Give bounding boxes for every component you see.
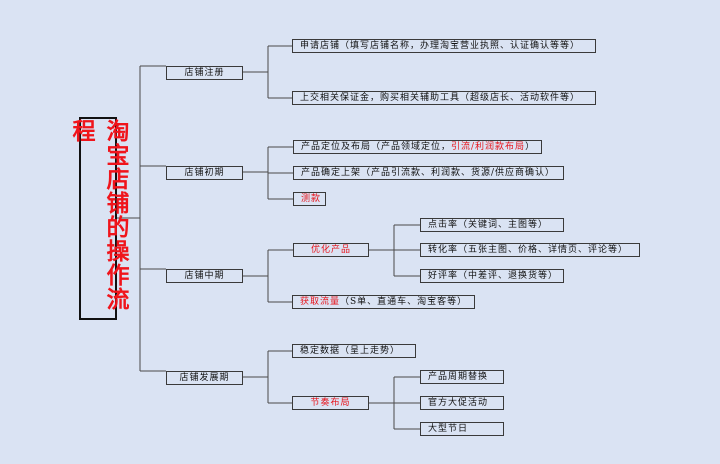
- node-test-products: 测款: [293, 192, 326, 206]
- node-text: 产品确定上架（产品引流款、利润款、货源/供应商确认）: [301, 168, 556, 178]
- stage-node-registration: 店铺注册: [166, 66, 243, 80]
- node-text: 产品定位及布局（产品领域定位，: [301, 142, 452, 152]
- node-conversion-rate: 转化率（五张主图、价格、详情页、评论等）: [420, 243, 640, 257]
- node-official-promotion: 官方大促活动: [420, 396, 504, 410]
- stage-node-growth: 店铺发展期: [166, 371, 243, 385]
- node-text: ）: [525, 142, 536, 152]
- node-text-highlight: 节奏布局: [310, 398, 351, 408]
- node-rhythm-layout: 节奏布局: [292, 396, 369, 410]
- node-product-listing: 产品确定上架（产品引流款、利润款、货源/供应商确认）: [293, 166, 564, 180]
- node-text-highlight: 优化产品: [310, 245, 351, 255]
- node-text: 申请店铺（填写店铺名称，办理淘宝营业执照、认证确认等等）: [300, 41, 581, 51]
- stage-node-mid: 店铺中期: [166, 269, 243, 283]
- node-positive-rate: 好评率（中差评、退换货等）: [420, 269, 564, 283]
- node-text: 上交相关保证金，购买相关辅助工具（超级店长、活动软件等）: [300, 93, 581, 103]
- node-deposit-tools: 上交相关保证金，购买相关辅助工具（超级店长、活动软件等）: [292, 91, 596, 105]
- node-click-rate: 点击率（关键词、主图等）: [420, 218, 564, 232]
- node-text-highlight: 获取流量: [300, 297, 341, 307]
- node-product-cycle: 产品周期替换: [420, 370, 504, 384]
- node-optimize-product: 优化产品: [293, 243, 369, 257]
- node-major-holidays: 大型节日: [420, 422, 504, 436]
- root-node: 淘宝店铺的操作流程: [68, 117, 128, 320]
- root-title: 淘宝店铺的操作流程: [68, 119, 128, 311]
- node-product-positioning: 产品定位及布局（产品领域定位，引流/利润款布局）: [293, 140, 542, 154]
- node-apply-shop: 申请店铺（填写店铺名称，办理淘宝营业执照、认证确认等等）: [292, 39, 596, 53]
- node-text-highlight: 测款: [301, 194, 322, 204]
- node-text: （S单、直通车、淘宝客等）: [340, 297, 468, 307]
- node-text: 稳定数据（呈上走势）: [300, 346, 401, 356]
- stage-node-early: 店铺初期: [166, 166, 243, 180]
- node-stable-data: 稳定数据（呈上走势）: [292, 344, 416, 358]
- node-text-highlight: 引流/利润款布局: [451, 142, 526, 152]
- node-get-traffic: 获取流量（S单、直通车、淘宝客等）: [292, 295, 475, 309]
